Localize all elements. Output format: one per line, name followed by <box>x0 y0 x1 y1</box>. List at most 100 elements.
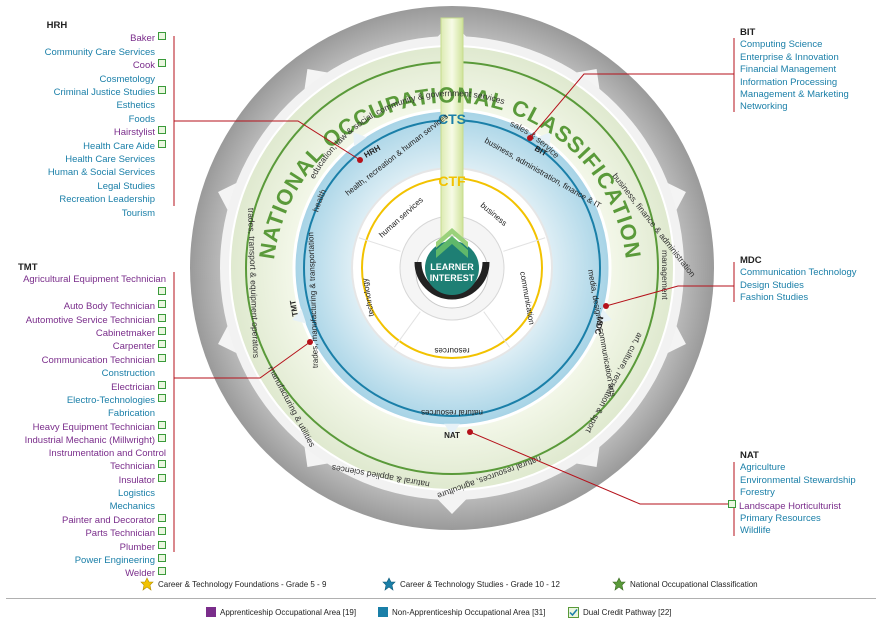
dual-credit-check-icon <box>158 513 166 522</box>
cts-label: CTS <box>438 111 466 127</box>
center-black-arc <box>414 261 490 300</box>
mdc-item-label: Design Studies <box>740 279 804 291</box>
mdc-item: Design Studies <box>740 280 857 292</box>
bit-item: Computing Science <box>740 39 849 51</box>
noc-management: management <box>660 250 670 300</box>
nat-connector <box>469 431 734 505</box>
tmt-item-label: Plumber <box>119 541 155 553</box>
hrh-item-label: Health Care Services <box>65 154 155 166</box>
hrh-item: Cook <box>45 59 166 72</box>
dual-credit-check-icon <box>158 527 166 536</box>
dual-credit-check-icon <box>158 460 166 469</box>
dual-credit-check-icon <box>728 499 736 508</box>
tmt-item-label: Welder <box>125 568 155 580</box>
ctf-resources: resources <box>434 346 469 355</box>
bit-item-label: Networking <box>740 101 788 113</box>
dual-credit-check-icon <box>158 327 166 336</box>
star-icon <box>382 577 396 591</box>
legend-apprenticeship-label: Apprenticeship Occupational Area [19] <box>220 607 357 617</box>
mdc-item: Communication Technology <box>740 267 857 279</box>
bit-connector <box>529 73 734 139</box>
cts-tick <box>292 308 307 324</box>
dual-credit-check-icon <box>158 340 166 349</box>
legend-cts: Career & Technology Studies - Grade 10 -… <box>382 577 560 591</box>
tmt-item: Electro-Technologies <box>16 394 166 407</box>
cts-tmt-code: TMT <box>288 299 300 317</box>
bit-item: Financial Management <box>740 64 849 76</box>
cts-tick <box>597 308 612 324</box>
tmt-item: Insulator <box>16 473 166 487</box>
legend-ctf: Career & Technology Foundations - Grade … <box>140 577 326 591</box>
hrh-item: Foods <box>45 113 166 126</box>
cluster-brackets <box>173 36 735 552</box>
star-icon <box>612 577 626 591</box>
cts-nat-code: NAT <box>444 431 460 440</box>
hrh-item-label: Cook <box>132 60 155 72</box>
teal-square-icon <box>378 607 388 617</box>
tmt-item-label: Automotive Service Technician <box>25 314 155 326</box>
tmt-item-label: Mechanics <box>109 501 155 513</box>
tmt-item-label: Cabinetmaker <box>95 328 155 340</box>
tmt-item: Painter and Decorator <box>16 513 166 527</box>
tmt-item: Agricultural Equipment Technician <box>16 274 166 300</box>
dual-credit-check-icon <box>158 394 166 403</box>
tmt-item: Cabinetmaker <box>16 327 166 340</box>
tmt-item: Heavy Equipment Technician <box>16 420 166 434</box>
tmt-item-label: Instrumentation and Control Technician <box>48 447 166 473</box>
bit-item: Information Processing <box>740 77 849 89</box>
chevron-up-icon <box>436 236 468 258</box>
bit-item-label: Financial Management <box>740 64 837 76</box>
dual-credit-check-icon <box>158 139 166 148</box>
hrh-item: Recreation Leadership <box>45 193 166 206</box>
hrh-title: HRH <box>46 20 68 31</box>
tmt-item-label: Heavy Equipment Technician <box>32 421 155 433</box>
nat-item: Landscape Horticulturist <box>728 499 856 513</box>
bit-item: Management & Marketing <box>740 89 849 101</box>
hrh-item: Criminal Justice Studies <box>45 86 166 99</box>
tmt-item-label: Parts Technician <box>85 528 155 540</box>
tmt-item-label: Fabrication <box>108 408 155 420</box>
legend-dual-credit: Dual Credit Pathway [22] <box>568 607 672 618</box>
hrh-item-label: Recreation Leadership <box>59 194 155 206</box>
legend-cts-label: Career & Technology Studies - Grade 10 -… <box>400 579 560 589</box>
hrh-item-label: Hairstylist <box>113 127 155 139</box>
tmt-item: Communication Technician <box>16 353 166 367</box>
center-label-1: LEARNER <box>430 262 474 272</box>
tmt-item-label: Auto Body Technician <box>63 301 155 313</box>
hrh-dot <box>357 157 363 163</box>
tmt-item: Parts Technician <box>16 527 166 540</box>
tmt-item: Welder <box>16 567 166 580</box>
tmt-item-label: Insulator <box>118 474 155 486</box>
legend-ctf-label: Career & Technology Foundations - Grade … <box>158 579 327 589</box>
tmt-item: Electrician <box>16 380 166 394</box>
pathway-bar <box>440 17 464 241</box>
legend-divider <box>6 598 876 599</box>
tmt-item: Plumber <box>16 540 166 554</box>
tmt-item-label: Power Engineering <box>74 554 155 566</box>
legend-non-apprenticeship-label: Non-Apprenticeship Occupational Area [31… <box>392 607 546 617</box>
legend-apprenticeship: Apprenticeship Occupational Area [19] <box>206 607 356 617</box>
nat-item-label: Agriculture <box>740 462 786 474</box>
nat-item: Agriculture <box>740 462 856 474</box>
nat-item: Wildlife <box>740 525 856 537</box>
bit-item-label: Management & Marketing <box>740 89 849 101</box>
ctf-divider <box>483 311 511 348</box>
hrh-item-label: Legal Studies <box>97 180 155 192</box>
hrh-item-label: Cosmetology <box>99 73 155 85</box>
mdc-item-label: Fashion Studies <box>740 292 809 304</box>
hrh-item-label: Community Care Services <box>44 46 155 58</box>
purple-square-icon <box>206 607 216 617</box>
dual-credit-check-icon <box>158 353 166 362</box>
ctf-divider <box>503 237 546 252</box>
hrh-item: Health Care Services <box>45 153 166 166</box>
tmt-dot <box>307 339 313 345</box>
cts-tick <box>444 423 460 436</box>
